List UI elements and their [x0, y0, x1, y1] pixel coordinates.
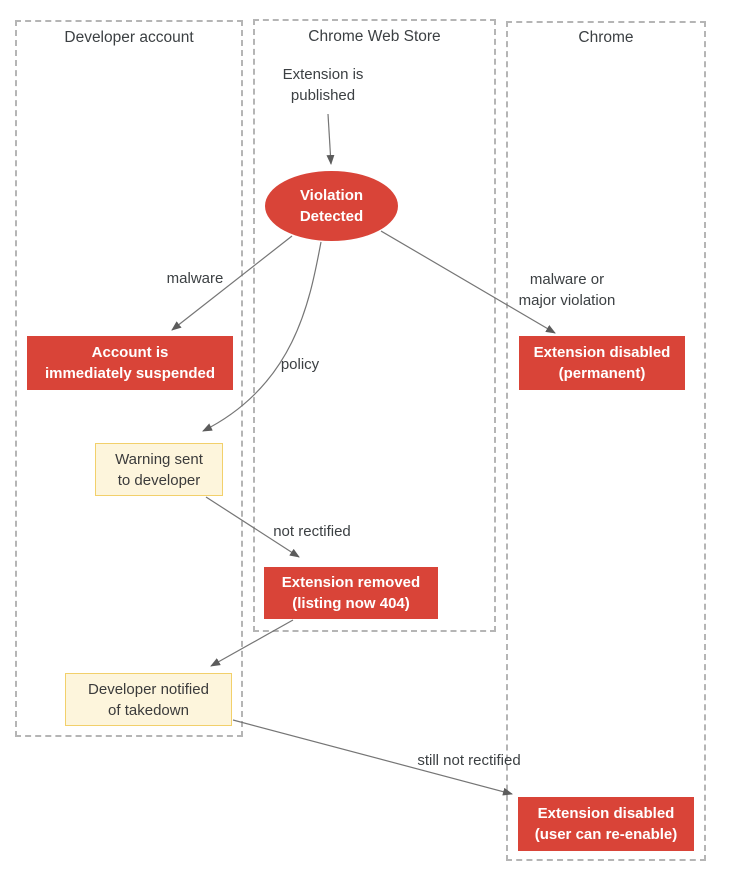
node-violation-detected: Violation Detected — [265, 171, 398, 241]
edge-label-still-not-rectified: still not rectified — [417, 752, 521, 769]
arrow-notified-to-disabled-reenable — [232, 719, 513, 796]
edge-label-malware-major-violation: malware or major violation — [518, 271, 616, 309]
arrow-published-to-violation — [326, 113, 335, 165]
node-extension-published: Extension is published — [282, 66, 364, 104]
arrow-violation-to-disabled-permanent — [380, 230, 556, 334]
node-account-suspended: Account is immediately suspended — [27, 336, 233, 390]
edge-label-policy: policy — [280, 356, 320, 373]
edge-label-not-rectified: not rectified — [273, 523, 351, 540]
node-extension-disabled-permanent: Extension disabled (permanent) — [519, 336, 685, 390]
arrow-violation-to-warning — [202, 241, 322, 432]
node-warning-sent: Warning sent to developer — [95, 443, 223, 496]
node-developer-notified: Developer notified of takedown — [65, 673, 232, 726]
lane-title-chrome: Chrome — [578, 29, 634, 46]
node-extension-removed: Extension removed (listing now 404) — [264, 567, 438, 619]
lane-title-chrome-web-store: Chrome Web Store — [308, 28, 441, 45]
lane-chrome-web-store — [253, 19, 496, 632]
lane-title-developer-account: Developer account — [64, 29, 194, 46]
lane-developer-account — [15, 20, 243, 737]
lane-chrome — [506, 21, 706, 861]
arrow-removed-to-notified — [210, 619, 294, 667]
arrow-violation-to-suspended — [171, 235, 293, 331]
arrow-warning-to-removed — [205, 496, 300, 558]
node-extension-disabled-reenable: Extension disabled (user can re-enable) — [518, 797, 694, 851]
edge-label-malware: malware — [166, 270, 224, 287]
